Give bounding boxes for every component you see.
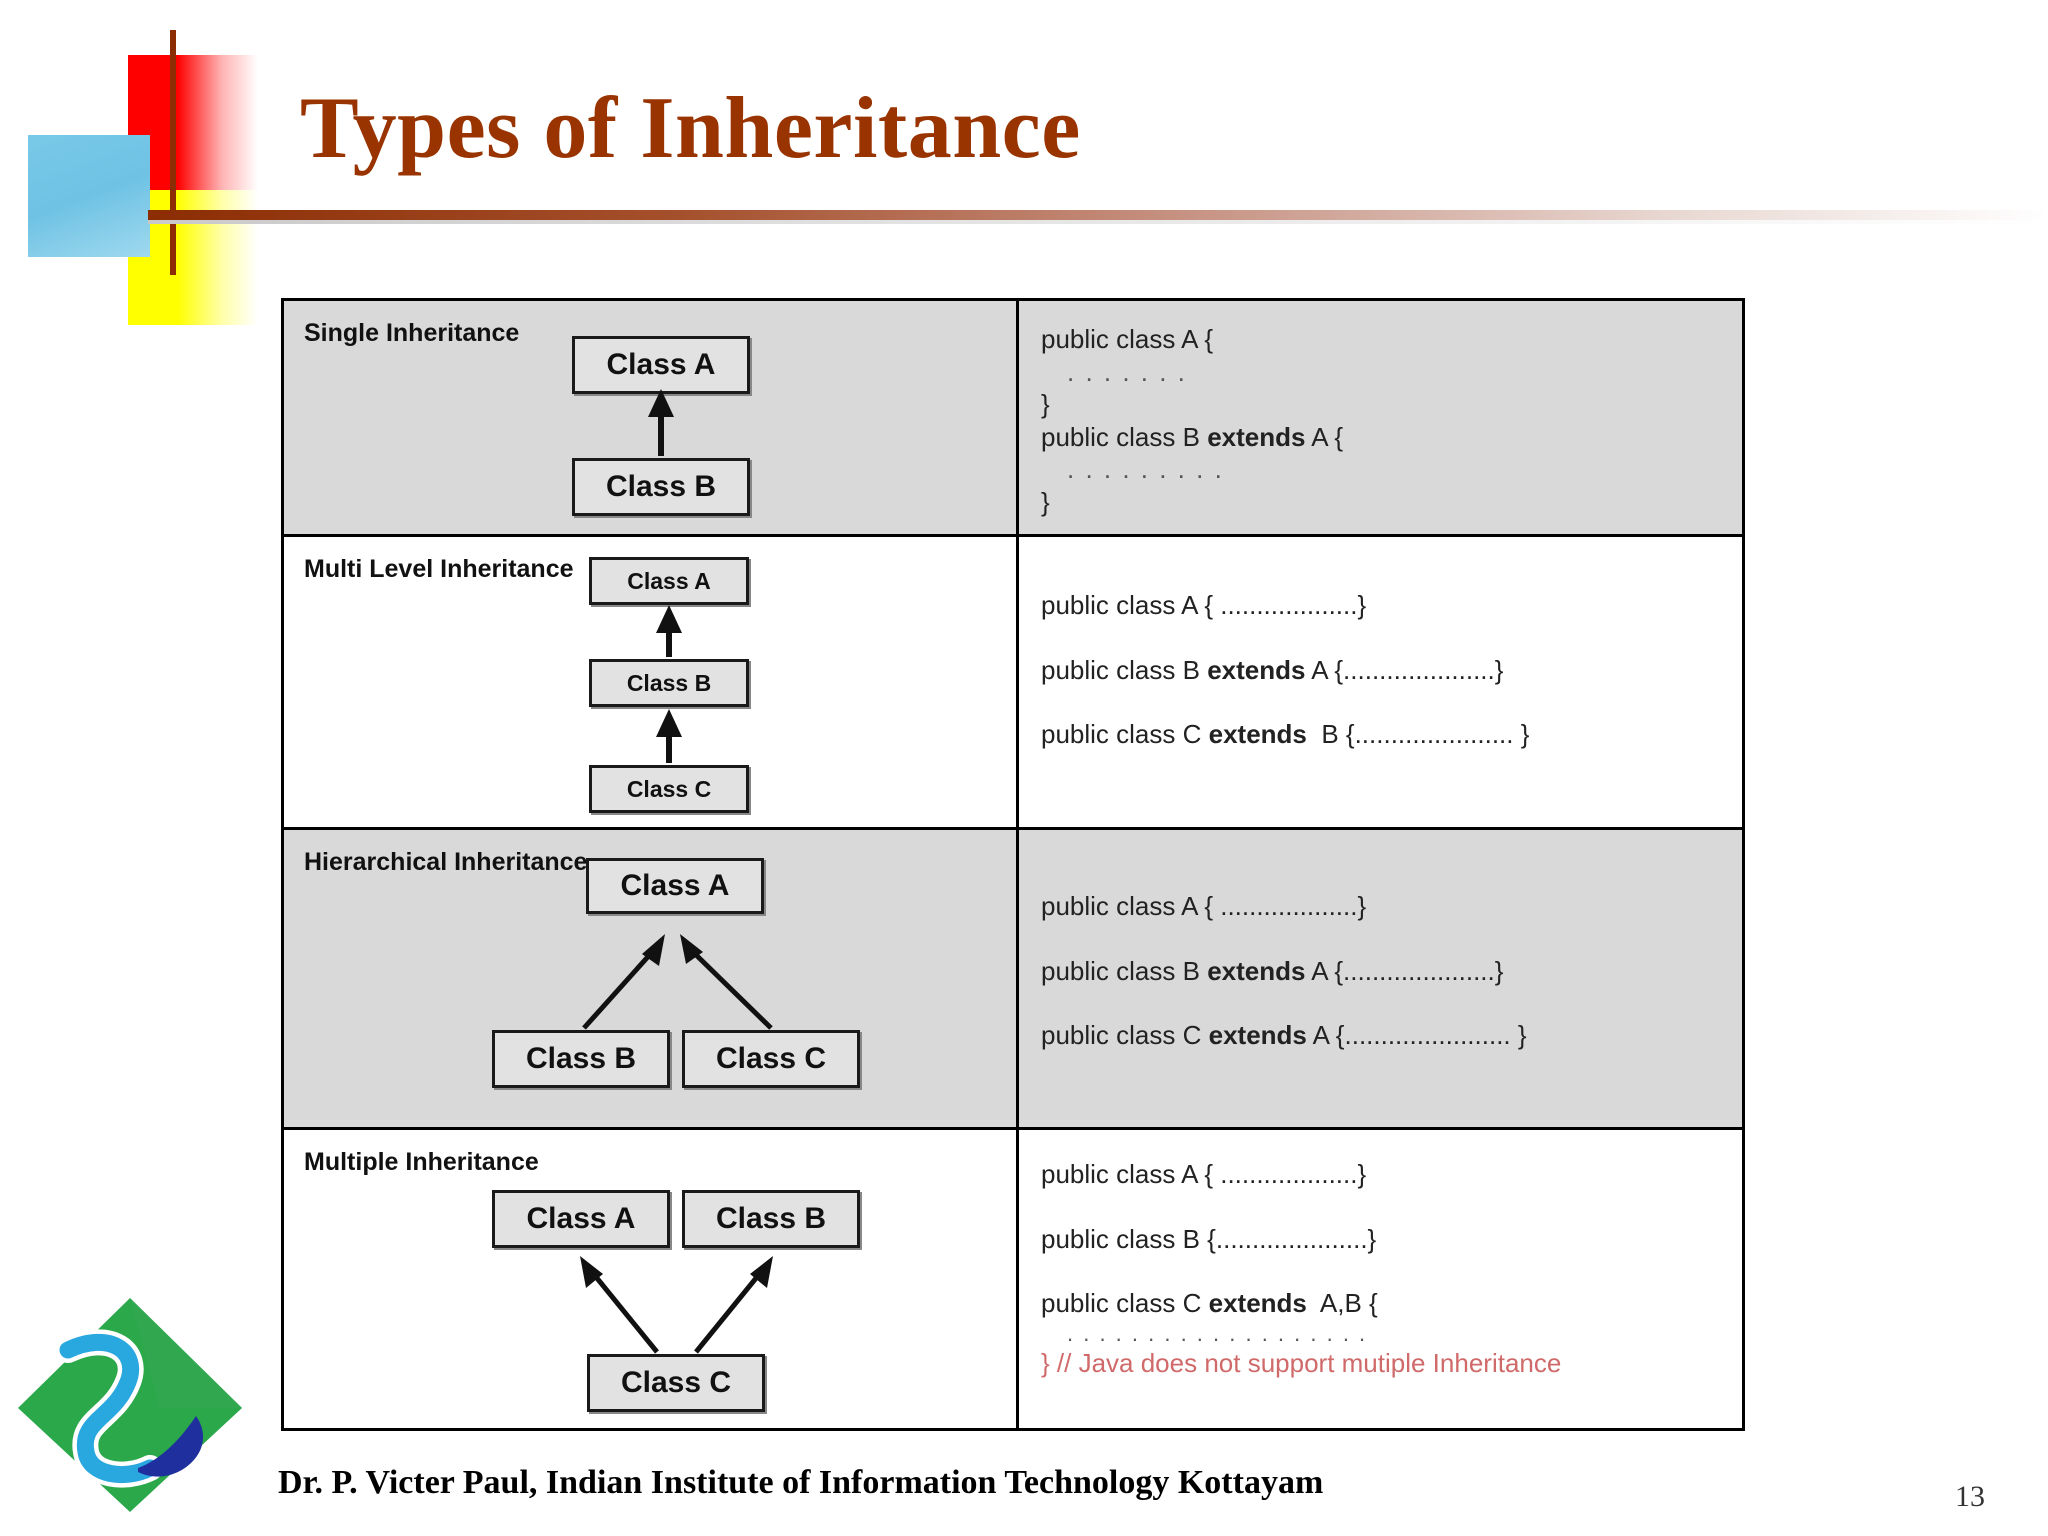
code-line: public class C extends B {..............… bbox=[1041, 719, 1530, 749]
code-cell-multilevel: public class A { ...................} pu… bbox=[1019, 537, 1742, 827]
class-box-b: Class B bbox=[492, 1030, 670, 1088]
arrow-b-to-a bbox=[648, 389, 674, 456]
deco-vertical-line bbox=[170, 30, 176, 275]
code-line: } bbox=[1041, 389, 1050, 419]
footer-text: Dr. P. Victer Paul, Indian Institute of … bbox=[278, 1464, 1324, 1501]
code-line: public class B {.....................} bbox=[1041, 1223, 1377, 1254]
deco-blue-square bbox=[28, 135, 150, 257]
code-cell-multiple: public class A { ...................} pu… bbox=[1019, 1130, 1742, 1428]
row-label-multilevel: Multi Level Inheritance bbox=[304, 555, 574, 583]
arrows-multilevel bbox=[656, 605, 682, 763]
code-line: public class B extends A {..............… bbox=[1041, 955, 1504, 986]
class-box-c: Class C bbox=[589, 765, 749, 813]
title-underline-shadow bbox=[148, 220, 2048, 224]
institute-logo-icon bbox=[18, 1298, 242, 1512]
row-label-hierarchical: Hierarchical Inheritance bbox=[304, 848, 588, 876]
code-comment-line: } // Java does not support mutiple Inher… bbox=[1041, 1348, 1562, 1378]
code-line: public class C extends A,B { bbox=[1041, 1288, 1378, 1318]
code-line: } bbox=[1041, 486, 1050, 517]
code-line: . . . . . . . . . bbox=[1067, 454, 1224, 484]
class-box-a: Class A bbox=[492, 1190, 670, 1248]
class-box-a: Class A bbox=[586, 858, 764, 914]
diagram-cell-single: Single Inheritance Class A Class B bbox=[284, 301, 1019, 534]
code-line: public class C extends A {..............… bbox=[1041, 1020, 1527, 1050]
code-line: public class B extends A { bbox=[1041, 421, 1344, 452]
title-underline bbox=[148, 210, 2048, 220]
code-line: public class A { ...................} bbox=[1041, 1159, 1367, 1189]
row-label-multiple: Multiple Inheritance bbox=[304, 1148, 539, 1176]
table-row: Hierarchical Inheritance Class A Class B… bbox=[284, 830, 1742, 1130]
diagram-cell-multiple: Multiple Inheritance Class A Class B Cla… bbox=[284, 1130, 1019, 1428]
class-box-b: Class B bbox=[682, 1190, 860, 1248]
code-line: public class A { ...................} bbox=[1041, 590, 1367, 620]
inheritance-table: Single Inheritance Class A Class B publi… bbox=[281, 298, 1745, 1431]
page-number: 13 bbox=[1955, 1480, 1985, 1513]
code-line: . . . . . . . bbox=[1067, 356, 1187, 387]
arrows-hierarchical bbox=[582, 934, 773, 1030]
code-line: . . . . . . . . . . . . . . . . . . . bbox=[1067, 1320, 1368, 1346]
table-row: Single Inheritance Class A Class B publi… bbox=[284, 301, 1742, 537]
class-box-b: Class B bbox=[589, 659, 749, 707]
arrows-multiple bbox=[580, 1256, 773, 1354]
table-row: Multi Level Inheritance Class A Class B … bbox=[284, 537, 1742, 830]
code-cell-single: public class A { . . . . . . . } public … bbox=[1019, 301, 1742, 534]
code-cell-hierarchical: public class A { ...................} pu… bbox=[1019, 830, 1742, 1127]
code-line: public class B extends A {..............… bbox=[1041, 654, 1504, 685]
row-label-single: Single Inheritance bbox=[304, 319, 520, 347]
code-line: public class A { bbox=[1041, 324, 1213, 354]
table-row: Multiple Inheritance Class A Class B Cla… bbox=[284, 1130, 1742, 1428]
page-title: Types of Inheritance bbox=[300, 80, 1081, 177]
class-box-a: Class A bbox=[589, 557, 749, 605]
class-box-b: Class B bbox=[572, 458, 750, 516]
diagram-cell-multilevel: Multi Level Inheritance Class A Class B … bbox=[284, 537, 1019, 827]
class-box-c: Class C bbox=[587, 1354, 765, 1412]
diagram-cell-hierarchical: Hierarchical Inheritance Class A Class B… bbox=[284, 830, 1019, 1127]
title-decoration bbox=[0, 0, 300, 325]
code-line: public class A { ...................} bbox=[1041, 891, 1367, 921]
class-box-c: Class C bbox=[682, 1030, 860, 1088]
